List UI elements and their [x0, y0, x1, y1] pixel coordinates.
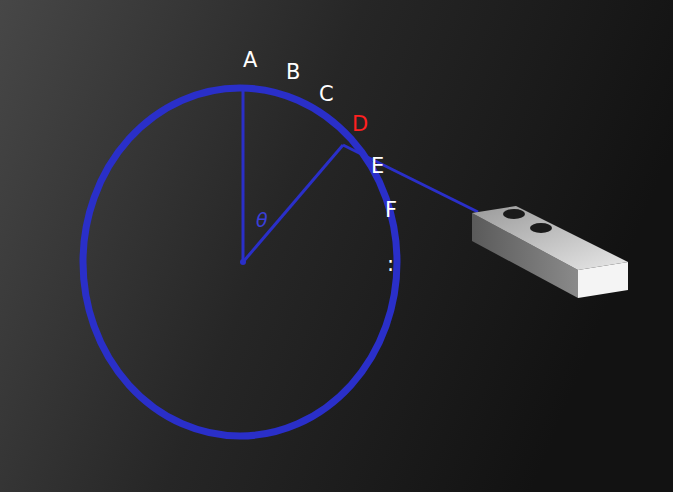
block-end: [578, 262, 628, 298]
circle: [83, 88, 397, 436]
point-label: C: [319, 84, 334, 105]
point-label: D: [352, 114, 368, 135]
block-top: [472, 206, 628, 270]
point-label: :: [387, 254, 394, 275]
hole: [503, 209, 525, 219]
point-label: B: [286, 62, 300, 83]
angle-label: θ: [256, 211, 268, 230]
point-label: E: [371, 156, 384, 177]
point-label: A: [243, 50, 257, 71]
string-line: [343, 145, 478, 212]
center-dot: [240, 259, 246, 265]
point-label: F: [385, 200, 397, 221]
radius-line: [242, 88, 245, 262]
radius-line: [243, 145, 343, 262]
hole: [530, 223, 552, 233]
sensor-block: [472, 206, 628, 298]
